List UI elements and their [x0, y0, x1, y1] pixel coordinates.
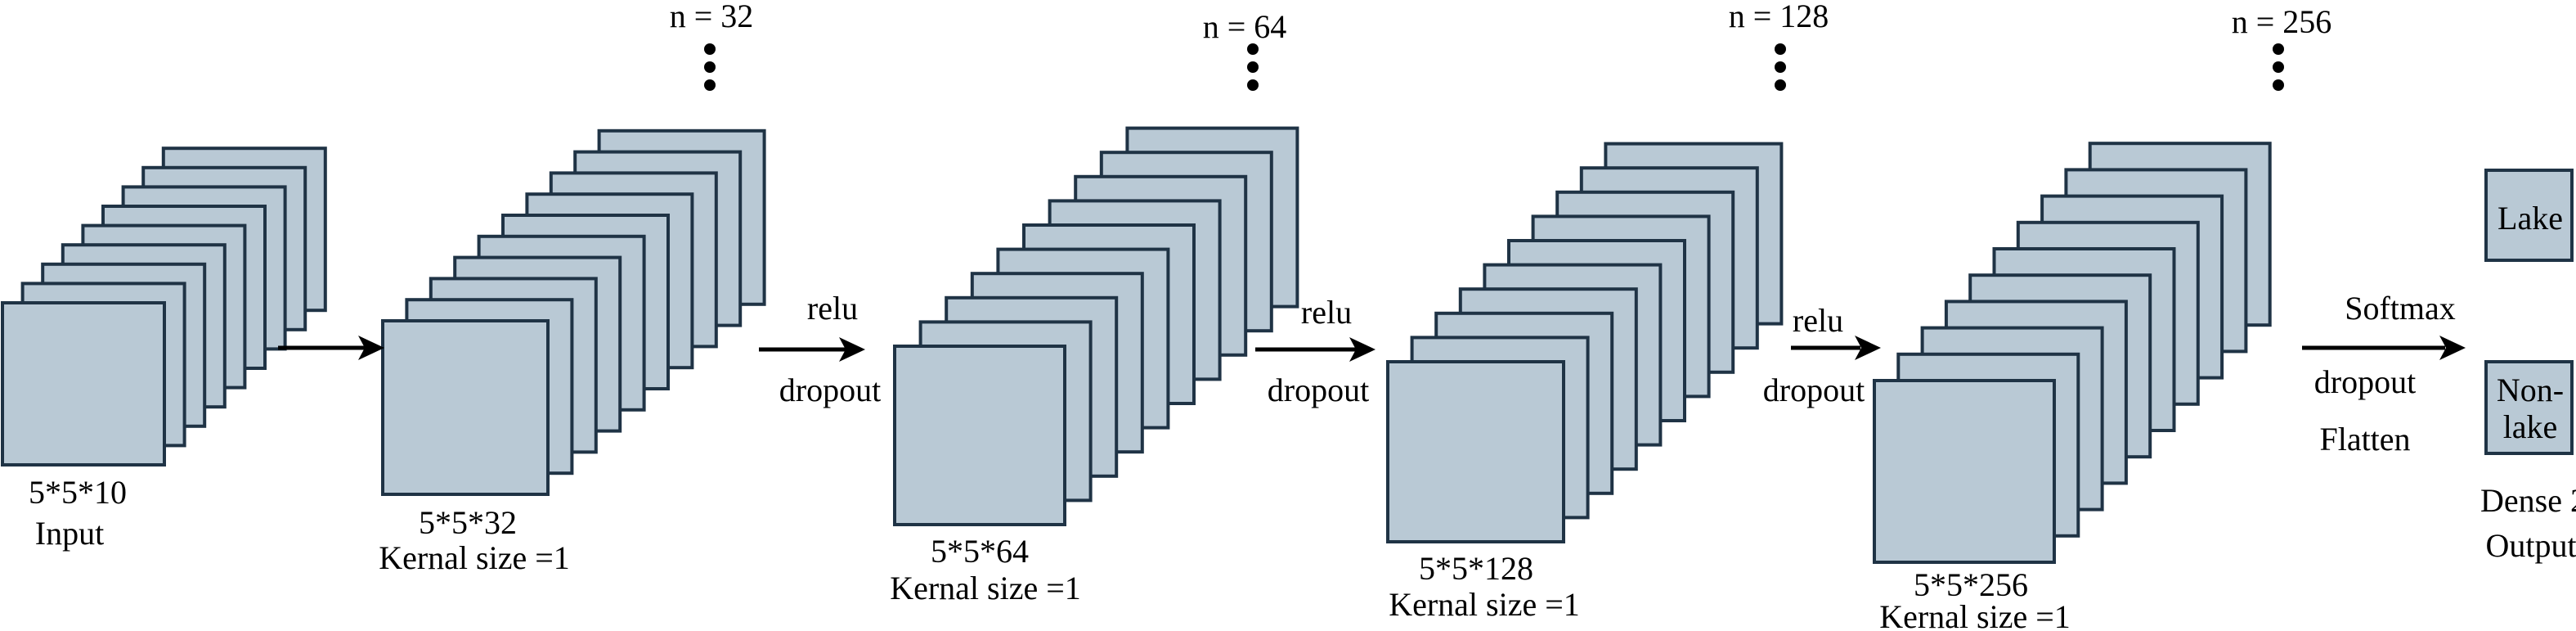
- layer-conv4-stack: [1873, 142, 2272, 564]
- conv2-count-label: n = 64: [1203, 8, 1287, 45]
- arrow-conv2-to-conv3: [1255, 337, 1376, 362]
- conv1-dims-label: 5*5*32: [419, 504, 517, 541]
- output-caption-dense: Dense 2: [2480, 482, 2576, 519]
- conv2-feature-map-sheet: [893, 345, 1066, 526]
- conv3-count-label: n = 128: [1729, 0, 1829, 34]
- conv2-caption: Kernal size =1: [890, 570, 1081, 606]
- input-dims-label: 5*5*10: [29, 474, 127, 511]
- arrow3-relu-label: relu: [1793, 302, 1843, 339]
- input-caption: Input: [35, 515, 104, 552]
- layer-conv3-stack: [1386, 142, 1784, 543]
- layer-conv2-stack: [893, 126, 1299, 526]
- layer-conv1-stack: [381, 128, 766, 496]
- output-class-lake-label: Lake: [2497, 200, 2563, 237]
- conv4-caption: Kernal size =1: [1879, 598, 2071, 631]
- conv1-count-label: n = 32: [670, 0, 754, 34]
- arrow1-dropout-label: dropout: [779, 372, 881, 408]
- conv4-feature-map-sheet: [1873, 379, 2056, 564]
- conv3-ellipsis-dots: [1775, 43, 1786, 91]
- input-feature-map-sheet: [1, 301, 166, 466]
- conv2-ellipsis-dots: [1247, 43, 1259, 91]
- conv2-dims-label: 5*5*64: [931, 533, 1029, 570]
- conv3-caption: Kernal size =1: [1389, 586, 1580, 623]
- arrow-conv4-to-output: [2302, 336, 2466, 360]
- conv3-dims-label: 5*5*128: [1419, 550, 1533, 587]
- conv3-feature-map-sheet: [1386, 360, 1565, 543]
- arrow3-dropout-label: dropout: [1763, 372, 1865, 408]
- arrow-conv3-to-conv4: [1791, 336, 1881, 360]
- conv1-caption: Kernal size =1: [379, 539, 570, 576]
- output-class-non-lake: Non- lake: [2484, 360, 2574, 455]
- arrow2-dropout-label: dropout: [1268, 372, 1369, 408]
- arrow-input-to-conv1: [278, 336, 384, 360]
- arrow-conv1-to-conv2: [759, 337, 865, 362]
- output-caption-output: Output: [2485, 527, 2576, 564]
- output-class-lake: Lake: [2484, 169, 2574, 262]
- arrow4-flatten-label: Flatten: [2319, 421, 2410, 457]
- conv4-dims-label: 5*5*256: [1914, 566, 2028, 603]
- output-class-non-lake-label-2: lake: [2503, 408, 2558, 445]
- conv1-ellipsis-dots: [704, 43, 716, 91]
- arrow1-relu-label: relu: [807, 290, 858, 327]
- layer-input-stack: [1, 146, 327, 466]
- conv1-feature-map-sheet: [381, 319, 550, 496]
- conv4-ellipsis-dots: [2273, 43, 2284, 91]
- arrow4-softmax-label: Softmax: [2345, 290, 2456, 327]
- output-class-non-lake-label-1: Non-: [2497, 372, 2564, 408]
- arrow4-dropout-label: dropout: [2314, 363, 2416, 400]
- arrow2-relu-label: relu: [1301, 294, 1352, 331]
- conv4-count-label: n = 256: [2232, 3, 2332, 40]
